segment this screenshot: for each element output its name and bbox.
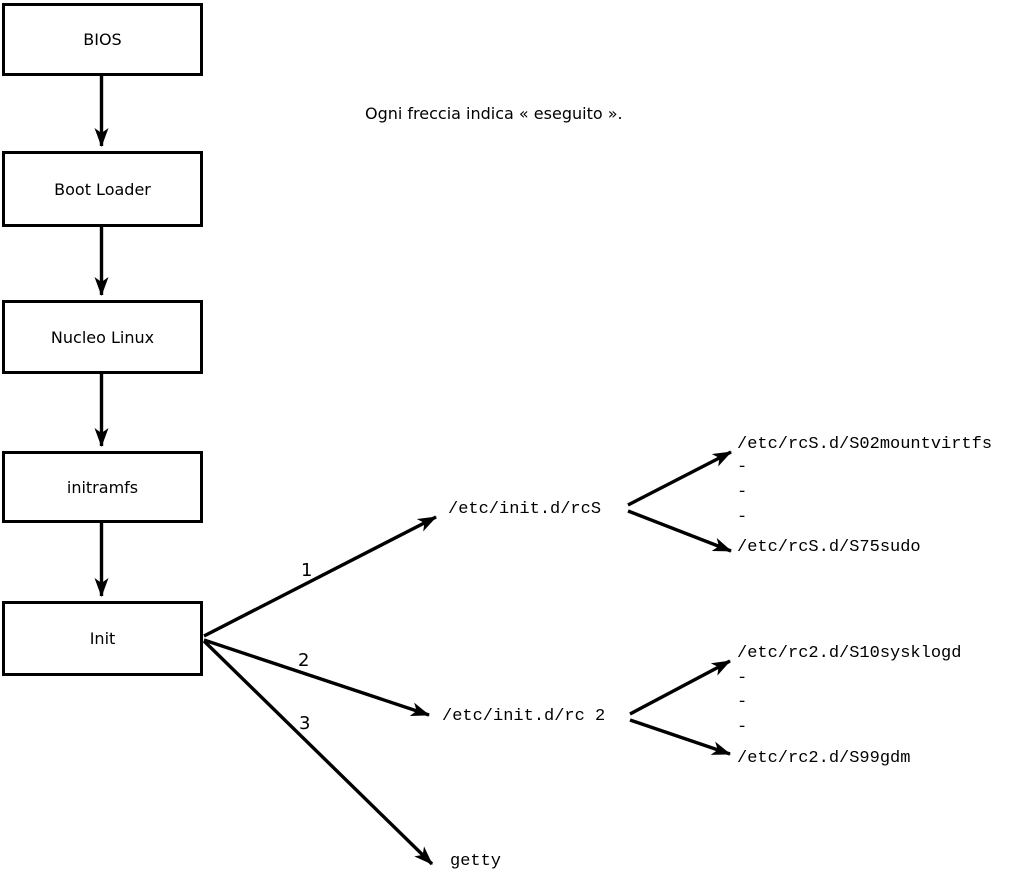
branch-label-2: 2 bbox=[298, 650, 310, 671]
box-nucleo-linux-label: Nucleo Linux bbox=[50, 327, 155, 347]
box-init-label: Init bbox=[89, 629, 116, 648]
arrow-init-to-getty bbox=[202, 639, 434, 866]
branch-label-3: 3 bbox=[299, 713, 311, 734]
label-rcs-last: /etc/rcS.d/S75sudo bbox=[737, 538, 921, 557]
box-boot-loader: Boot Loader bbox=[2, 151, 203, 227]
label-rc2-dash-2: - bbox=[737, 693, 748, 712]
arrow-rc2-to-first bbox=[629, 659, 731, 716]
label-rc2: /etc/init.d/rc 2 bbox=[442, 707, 606, 726]
label-getty: getty bbox=[450, 852, 502, 871]
box-initramfs-label: initramfs bbox=[66, 477, 139, 497]
branch-label-1: 1 bbox=[301, 560, 313, 581]
label-rcs-first: /etc/rcS.d/S02mountvirtfs bbox=[737, 435, 993, 454]
box-nucleo-linux: Nucleo Linux bbox=[2, 300, 203, 374]
label-rcs-dash-1: - bbox=[737, 458, 748, 477]
label-rc2-first: /etc/rc2.d/S10sysklogd bbox=[737, 644, 962, 663]
arrow-rc2-to-last bbox=[629, 718, 731, 756]
arrow-rcs-to-first bbox=[627, 450, 732, 507]
arrow-init-to-rc2 bbox=[203, 638, 430, 717]
label-rcs-dash-3: - bbox=[737, 508, 748, 527]
label-rcs-dash-2: - bbox=[737, 483, 748, 502]
box-boot-loader-label: Boot Loader bbox=[54, 179, 151, 199]
label-rc2-last: /etc/rc2.d/S99gdm bbox=[737, 749, 911, 768]
arrow-rcs-to-last bbox=[627, 509, 732, 553]
diagram-caption: Ogni freccia indica « eseguito ». bbox=[365, 104, 623, 123]
box-bios-label: BIOS bbox=[83, 30, 122, 49]
box-init: Init bbox=[2, 601, 203, 676]
label-rc2-dash-3: - bbox=[737, 718, 748, 737]
box-bios: BIOS bbox=[2, 3, 203, 76]
arrow-init-to-rcs bbox=[203, 515, 437, 638]
box-initramfs: initramfs bbox=[2, 451, 203, 523]
label-rc2-dash-1: - bbox=[737, 669, 748, 688]
label-rcs: /etc/init.d/rcS bbox=[448, 500, 602, 519]
